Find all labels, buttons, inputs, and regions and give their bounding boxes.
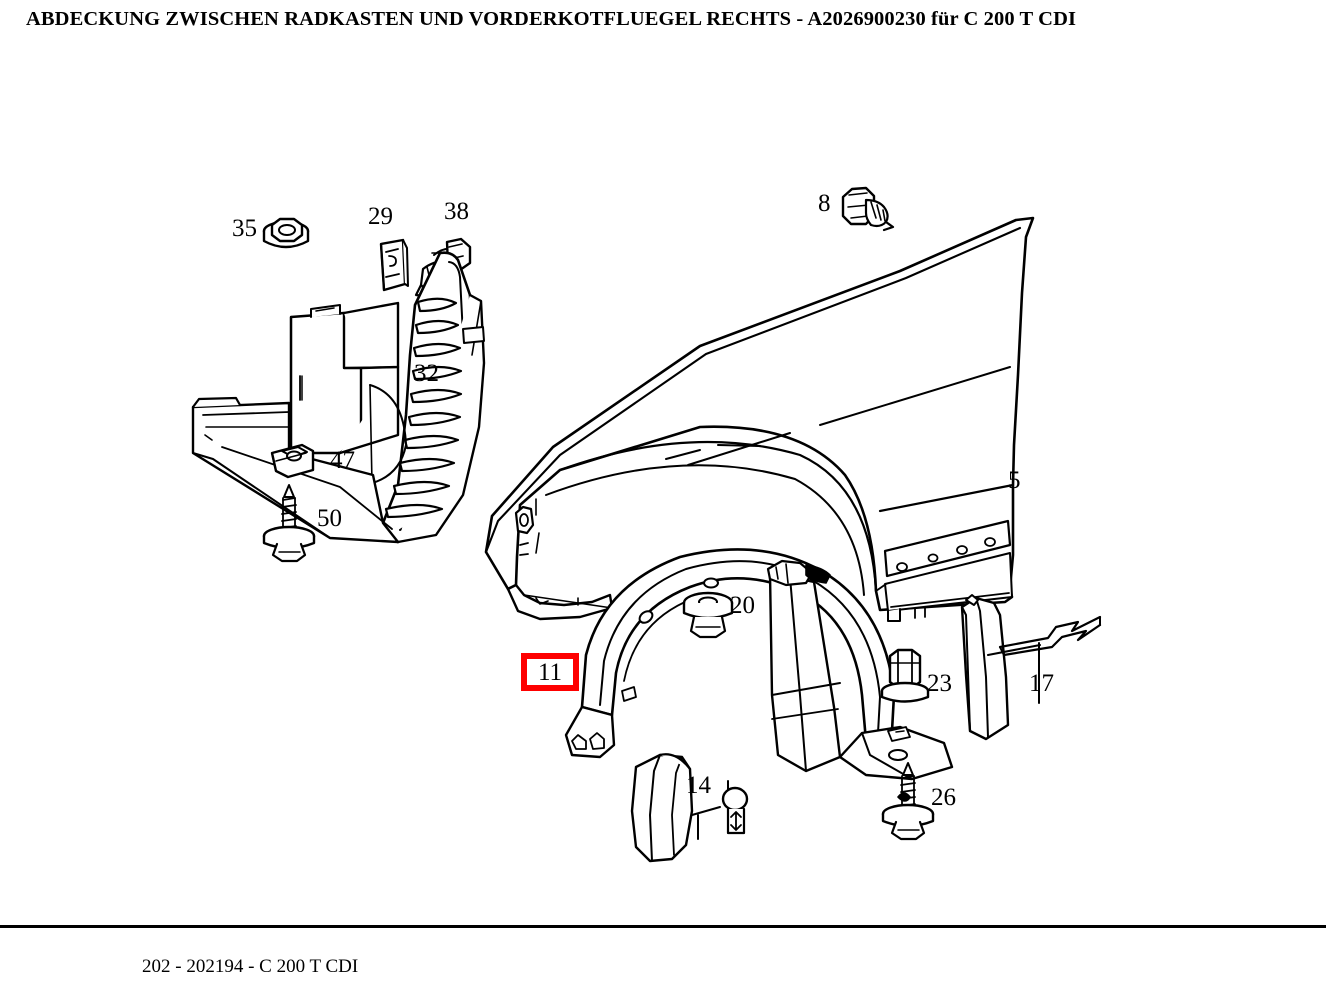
callout-50[interactable]: 50	[317, 505, 342, 532]
part-26-tapping-screw	[881, 762, 935, 841]
callout-5[interactable]: 5	[1008, 467, 1021, 494]
callout-11-highlighted[interactable]: 11	[521, 653, 579, 691]
page-title: ABDECKUNG ZWISCHEN RADKASTEN UND VORDERK…	[26, 8, 1077, 30]
part-17-trim-strip	[960, 594, 1102, 741]
footer-divider	[0, 925, 1326, 928]
part-8-tapping-screw	[841, 186, 895, 232]
callout-38[interactable]: 38	[444, 198, 469, 225]
part-11-wheelhouse-cover	[564, 548, 954, 802]
callout-8[interactable]: 8	[818, 190, 831, 217]
callout-23[interactable]: 23	[927, 670, 952, 697]
part-35-flange-nut	[262, 217, 310, 249]
callout-20[interactable]: 20	[730, 592, 755, 619]
part-23-flange-nut	[880, 648, 930, 703]
part-50-tapping-screw	[262, 484, 316, 563]
part-14-mud-flap-section	[630, 753, 749, 863]
footer-reference: 202 - 202194 - C 200 T CDI	[142, 956, 359, 977]
callout-35[interactable]: 35	[232, 215, 257, 242]
callout-11-label: 11	[537, 658, 563, 686]
callout-47[interactable]: 47	[330, 447, 355, 474]
callout-14[interactable]: 14	[686, 772, 711, 799]
callout-29[interactable]: 29	[368, 203, 393, 230]
callout-26[interactable]: 26	[931, 784, 956, 811]
callout-32[interactable]: 32	[414, 360, 439, 387]
part-32-air-guide-panel	[191, 251, 486, 544]
part-5-front-fender	[484, 216, 1035, 622]
part-29-spring-clip	[379, 238, 409, 292]
part-47-speed-nut-clip	[270, 443, 315, 479]
callout-17[interactable]: 17	[1029, 670, 1054, 697]
part-20-grommet-nut	[682, 591, 734, 639]
technical-drawing	[0, 55, 1326, 915]
